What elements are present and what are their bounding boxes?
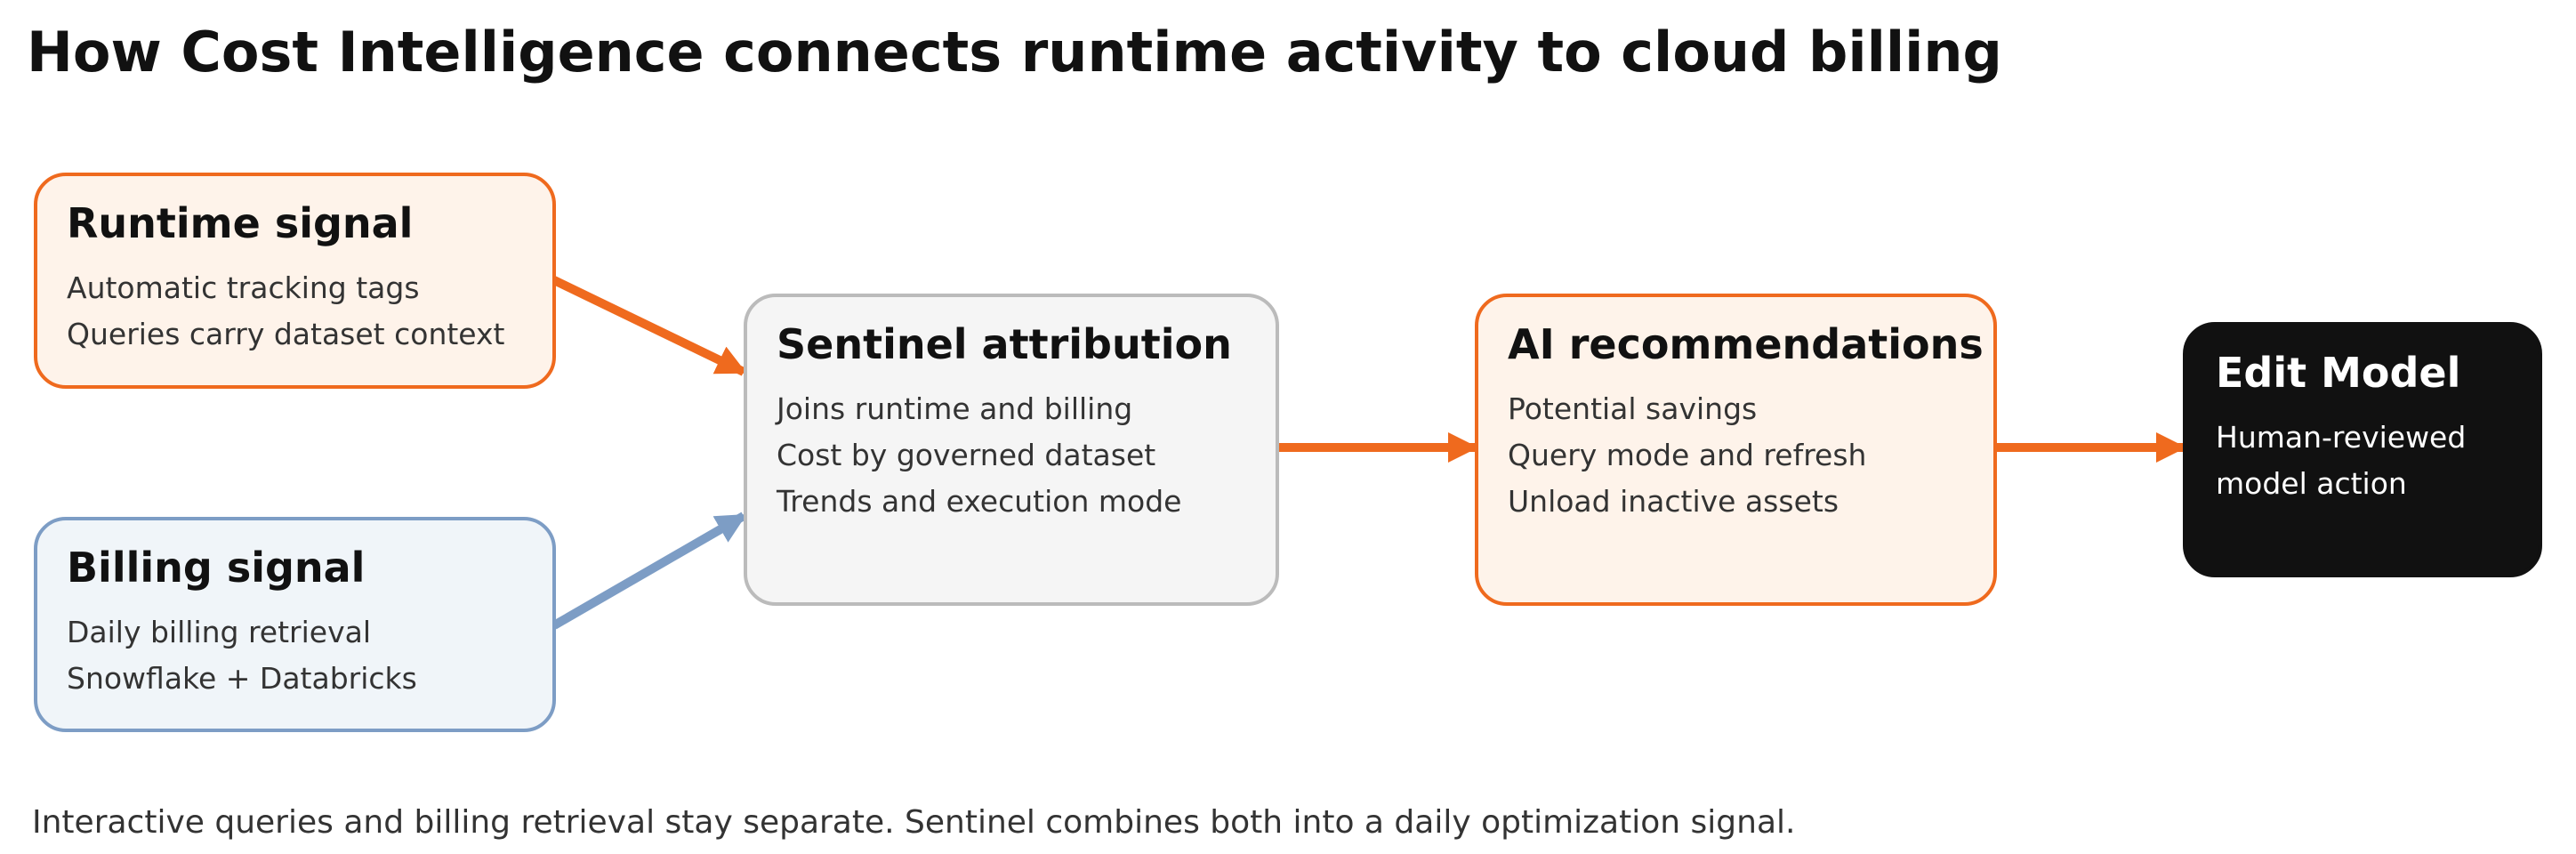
runtime-signal-card: Runtime signal Automatic tracking tags Q… [34,173,556,389]
billing-signal-title: Billing signal [67,544,366,592]
runtime-signal-title: Runtime signal [67,199,414,247]
sentinel-attribution-line: Trends and execution mode [777,484,1182,519]
ai-recommendations-line: Unload inactive assets [1508,484,1839,519]
edit-model-line: Human-reviewed [2216,420,2467,455]
runtime-signal-line: Automatic tracking tags [67,270,420,305]
billing-signal-line: Snowflake + Databricks [67,661,417,696]
billing-signal-line: Daily billing retrieval [67,615,372,649]
sentinel-attribution-title: Sentinel attribution [777,320,1232,368]
ai-recommendations-title: AI recommendations [1508,320,1984,368]
billing-to-sentinel-arrow [551,512,747,630]
sentinel-attribution-line: Joins runtime and billing [777,391,1133,426]
runtime-signal-line: Queries carry dataset context [67,317,505,351]
sentinel-attribution-card: Sentinel attribution Joins runtime and b… [744,294,1279,606]
sentinel-attribution-line: Cost by governed dataset [777,438,1156,472]
edit-model-line: model action [2216,466,2407,501]
runtime-to-sentinel-arrow [551,276,747,376]
billing-signal-card: Billing signal Daily billing retrieval S… [34,517,556,732]
ai-recommendations-line: Query mode and refresh [1508,438,1867,472]
edit-model-title: Edit Model [2216,349,2461,397]
edit-model-card[interactable]: Edit Model Human-reviewed model action [2183,322,2542,577]
ai-recommendations-line: Potential savings [1508,391,1758,426]
ai-recommendations-card: AI recommendations Potential savings Que… [1475,294,1997,606]
footer-caption: Interactive queries and billing retrieva… [32,804,1796,841]
page-title: How Cost Intelligence connects runtime a… [27,20,2002,85]
